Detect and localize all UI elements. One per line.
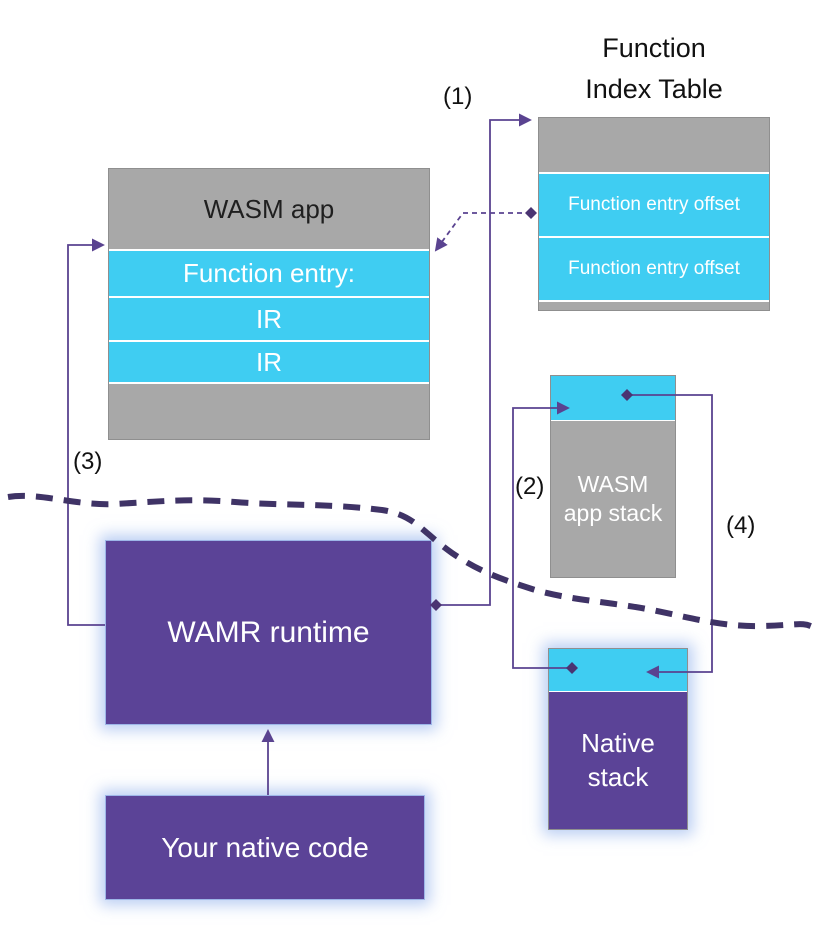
your-native-code-block: Your native code xyxy=(105,795,425,900)
function-index-table-title-line1: Function xyxy=(602,33,706,63)
wasm-app-function-entry-row: Function entry: xyxy=(109,251,429,296)
function-entry-offset-1: Function entry offset xyxy=(539,174,769,236)
function-index-table-header-segment xyxy=(539,118,769,172)
function-entry-offset-2: Function entry offset xyxy=(539,238,769,300)
wasm-app-ir-row-1: IR xyxy=(109,298,429,340)
function-index-table-title: Function Index Table xyxy=(538,28,770,109)
wasm-app-block: WASM app Function entry: IR IR xyxy=(108,168,430,440)
function-index-table-block: Function entry offset Function entry off… xyxy=(538,117,770,311)
connector-step3-runtime-to-wasm-app xyxy=(67,238,105,626)
annotation-step-3: (3) xyxy=(73,448,103,475)
connector-step1-runtime-to-index-table xyxy=(436,113,532,606)
wasm-app-header: WASM app xyxy=(109,169,429,249)
wasm-app-stack-block: WASM app stack xyxy=(550,375,676,578)
wasm-app-stack-top-strip xyxy=(551,376,675,420)
native-stack-label: Native stack xyxy=(549,692,687,829)
connector-offset-to-function-entry-dashed xyxy=(434,212,531,252)
native-stack-block: Native stack xyxy=(548,648,688,830)
wasm-app-footer-segment xyxy=(109,384,429,439)
wamr-runtime-block: WAMR runtime xyxy=(105,540,432,725)
wasm-app-ir-row-2: IR xyxy=(109,342,429,382)
native-stack-top-strip xyxy=(549,649,687,691)
annotation-step-4: (4) xyxy=(726,512,756,539)
annotation-step-2: (2) xyxy=(515,473,545,500)
function-index-table-title-line2: Index Table xyxy=(585,73,723,104)
annotation-step-1: (1) xyxy=(443,83,473,110)
function-index-table-footer-segment xyxy=(539,302,769,310)
connector-offset-diamond xyxy=(525,207,537,219)
wasm-app-stack-label: WASM app stack xyxy=(551,421,675,577)
